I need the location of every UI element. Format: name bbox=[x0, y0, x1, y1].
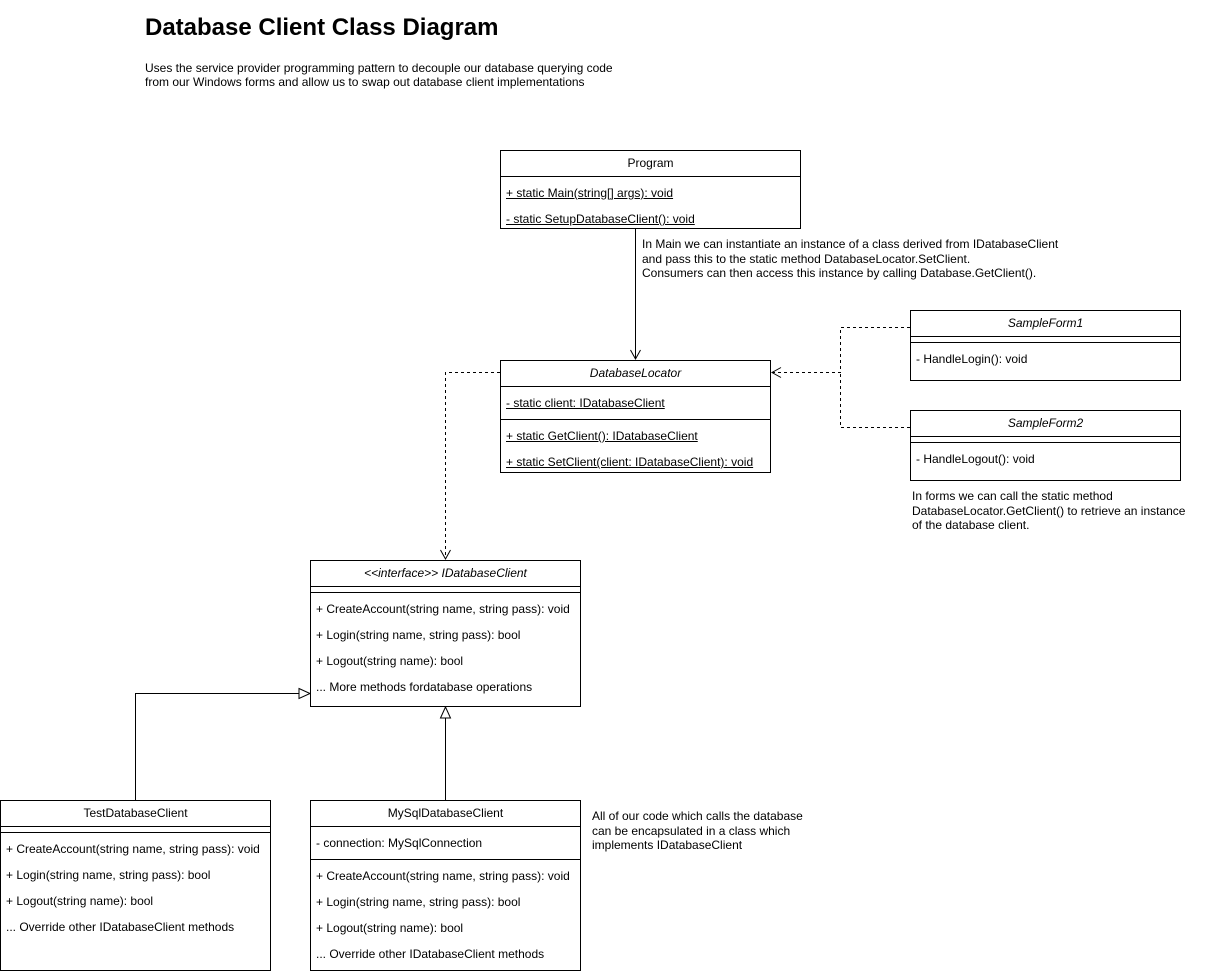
note-line: All of our code which calls the database bbox=[592, 809, 803, 823]
method-row: - HandleLogin(): void bbox=[916, 352, 1028, 366]
method-row: + static GetClient(): IDatabaseClient bbox=[506, 429, 698, 443]
note-line: Consumers can then access this instance … bbox=[642, 266, 1037, 280]
class-name: Program bbox=[501, 151, 800, 177]
class-methods: + static Main(string[] args): void - sta… bbox=[501, 177, 800, 235]
class-sample-form2[interactable]: SampleForm2 - HandleLogout(): void bbox=[910, 410, 1181, 481]
class-fields-empty bbox=[311, 587, 580, 593]
locator-to-interface-edge bbox=[440, 372, 500, 561]
diagram-title: Database Client Class Diagram bbox=[145, 14, 499, 41]
method-row: - static SetupDatabaseClient(): void bbox=[506, 212, 695, 226]
interface-name: IDatabaseClient bbox=[441, 566, 527, 580]
class-fields-empty bbox=[1, 827, 270, 833]
method-row: + CreateAccount(string name, string pass… bbox=[6, 842, 260, 856]
class-mysql-database-client[interactable]: MySqlDatabaseClient - connection: MySqlC… bbox=[310, 800, 581, 971]
class-fields-empty bbox=[911, 337, 1180, 343]
test-client-realization-edge bbox=[135, 687, 312, 800]
class-test-database-client[interactable]: TestDatabaseClient + CreateAccount(strin… bbox=[0, 800, 271, 971]
method-row: + Login(string name, string pass): bool bbox=[316, 895, 521, 909]
method-row: + Login(string name, string pass): bool bbox=[316, 628, 521, 642]
method-row: + Logout(string name): bool bbox=[316, 921, 464, 935]
class-name: SampleForm2 bbox=[911, 411, 1180, 437]
method-row: + CreateAccount(string name, string pass… bbox=[316, 602, 570, 616]
class-methods: + CreateAccount(string name, string pass… bbox=[311, 593, 580, 703]
subtitle-line: from our Windows forms and allow us to s… bbox=[145, 75, 585, 89]
class-name: MySqlDatabaseClient bbox=[311, 801, 580, 827]
class-fields: - connection: MySqlConnection bbox=[311, 827, 580, 860]
diagram-subtitle: Uses the service provider programming pa… bbox=[145, 61, 665, 89]
note-mysql: All of our code which calls the database… bbox=[592, 809, 803, 853]
method-row: + Login(string name, string pass): bool bbox=[6, 868, 211, 882]
field-row: - connection: MySqlConnection bbox=[316, 836, 483, 850]
class-methods: + static GetClient(): IDatabaseClient + … bbox=[501, 420, 770, 478]
method-row: ... Override other IDatabaseClient metho… bbox=[316, 947, 545, 961]
method-row: ... Override other IDatabaseClient metho… bbox=[6, 920, 235, 934]
note-forms: In forms we can call the static method D… bbox=[912, 489, 1185, 533]
class-name: DatabaseLocator bbox=[501, 361, 770, 387]
class-program[interactable]: Program + static Main(string[] args): vo… bbox=[500, 150, 801, 229]
class-fields: - static client: IDatabaseClient bbox=[501, 387, 770, 420]
note-line: In forms we can call the static method bbox=[912, 489, 1113, 503]
class-name: SampleForm1 bbox=[911, 311, 1180, 337]
method-row: + Logout(string name): bool bbox=[6, 894, 154, 908]
note-line: implements IDatabaseClient bbox=[592, 838, 743, 852]
method-row: - HandleLogout(): void bbox=[916, 452, 1035, 466]
interface-stereotype: <<interface>> bbox=[364, 566, 439, 580]
note-line: and pass this to the static method Datab… bbox=[642, 251, 971, 266]
class-methods: - HandleLogout(): void bbox=[911, 443, 1180, 475]
class-methods: + CreateAccount(string name, string pass… bbox=[311, 860, 580, 970]
sampleform1-to-locator-edge bbox=[770, 327, 910, 378]
class-name: TestDatabaseClient bbox=[1, 801, 270, 827]
method-row: + Logout(string name): bool bbox=[316, 654, 464, 668]
class-methods: + CreateAccount(string name, string pass… bbox=[1, 833, 270, 943]
method-row: + static SetClient(client: IDatabaseClie… bbox=[506, 455, 754, 469]
class-sample-form1[interactable]: SampleForm1 - HandleLogin(): void bbox=[910, 310, 1181, 381]
field-row: - static client: IDatabaseClient bbox=[506, 396, 665, 410]
class-database-locator[interactable]: DatabaseLocator - static client: IDataba… bbox=[500, 360, 771, 473]
class-name: <<interface>> IDatabaseClient bbox=[311, 561, 580, 587]
sampleform2-to-locator-edge bbox=[840, 372, 910, 428]
class-fields-empty bbox=[911, 437, 1180, 443]
method-row: + CreateAccount(string name, string pass… bbox=[316, 869, 570, 883]
note-line: can be encapsulated in a class which bbox=[592, 823, 791, 838]
class-methods: - HandleLogin(): void bbox=[911, 343, 1180, 375]
note-line: In Main we can instantiate an instance o… bbox=[642, 237, 1059, 251]
note-main: In Main we can instantiate an instance o… bbox=[642, 237, 1058, 281]
note-line: of the database client. bbox=[912, 518, 1030, 532]
subtitle-line: Uses the service provider programming pa… bbox=[145, 61, 613, 75]
method-row: ... More methods fordatabase operations bbox=[316, 680, 533, 694]
note-line: DatabaseLocator.GetClient() to retrieve … bbox=[912, 503, 1186, 518]
method-row: + static Main(string[] args): void bbox=[506, 186, 674, 200]
interface-idatabase-client[interactable]: <<interface>> IDatabaseClient + CreateAc… bbox=[310, 560, 581, 707]
